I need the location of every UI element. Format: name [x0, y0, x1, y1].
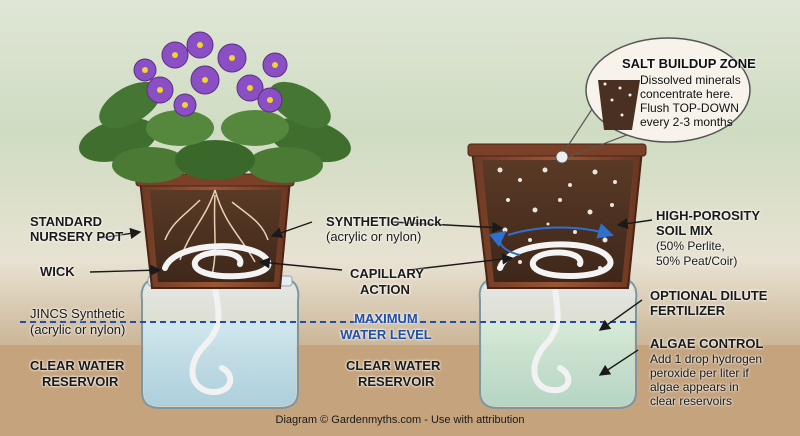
pot-label-line-2: NURSERY POT	[30, 229, 124, 244]
salt-callout-line-3: Flush TOP-DOWN	[640, 101, 739, 115]
capillary-label-2: ACTION	[360, 282, 410, 297]
water-level-label-2: WATER LEVEL	[340, 327, 432, 342]
algae-line-1: Add 1 drop hydrogen	[650, 352, 763, 366]
center-reservoir-label-1: CLEAR WATER	[346, 358, 441, 373]
synthetic-wick-label-2: (acrylic or nylon)	[326, 229, 422, 244]
fertilizer-label-2: FERTILIZER	[650, 303, 726, 318]
left-wick-coil	[162, 243, 272, 280]
left-soil	[150, 190, 282, 282]
soil-mix-title-2: SOIL MIX	[656, 223, 713, 238]
pointer-lines	[89, 218, 653, 376]
pot-label-line-1: STANDARD	[30, 214, 102, 229]
credit-line: Diagram © Gardenmyths.com - Use with att…	[275, 414, 525, 426]
algae-control-title: ALGAE CONTROL	[650, 336, 764, 351]
right-wick-hanging	[531, 269, 572, 394]
right-water	[482, 322, 634, 406]
wick-label: WICK	[40, 264, 75, 279]
salt-soil-sample	[598, 80, 640, 130]
table-surface	[0, 345, 800, 436]
soil-mix-detail-2: 50% Peat/Coir)	[656, 254, 738, 268]
left-reservoir-label-2: RESERVOIR	[42, 374, 119, 389]
right-setup	[467, 37, 751, 409]
soil-mix-title-1: HIGH-POROSITY	[656, 208, 761, 223]
capillary-arrow-icon	[507, 223, 614, 239]
right-wick-coil	[497, 241, 614, 279]
wick-material-line-2: (acrylic or nylon)	[30, 322, 126, 337]
algae-line-3: algae appears in	[650, 380, 739, 394]
soil-mix-detail-1: (50% Perlite,	[656, 239, 725, 253]
capillary-label-1: CAPILLARY	[350, 266, 424, 281]
left-setup	[79, 31, 351, 409]
magnifier-icon	[555, 150, 569, 164]
algae-line-4: clear reservoirs	[650, 394, 733, 408]
capillary-arrow-icon-2	[489, 230, 521, 256]
left-water	[144, 322, 296, 406]
algae-line-2: peroxide per liter if	[650, 366, 749, 380]
synthetic-wick-label-1: SYNTHETIC Winck	[326, 214, 442, 229]
water-level-label-1: MAXIMUM	[354, 311, 418, 326]
left-roots	[164, 189, 269, 276]
salt-callout-title: SALT BUILDUP ZONE	[622, 56, 756, 71]
salt-callout-line-4: every 2-3 months	[640, 115, 733, 129]
fertilizer-label-1: OPTIONAL DILUTE	[650, 288, 768, 303]
left-reservoir-label-1: CLEAR WATER	[30, 358, 125, 373]
left-wick-hanging	[189, 269, 234, 395]
salt-callout-line-2: concentrate here.	[640, 87, 734, 101]
center-reservoir-label-2: RESERVOIR	[358, 374, 435, 389]
salt-callout-line-1: Dissolved minerals	[640, 73, 741, 87]
wick-material-line-1: JINCS Synthetic	[30, 306, 125, 321]
